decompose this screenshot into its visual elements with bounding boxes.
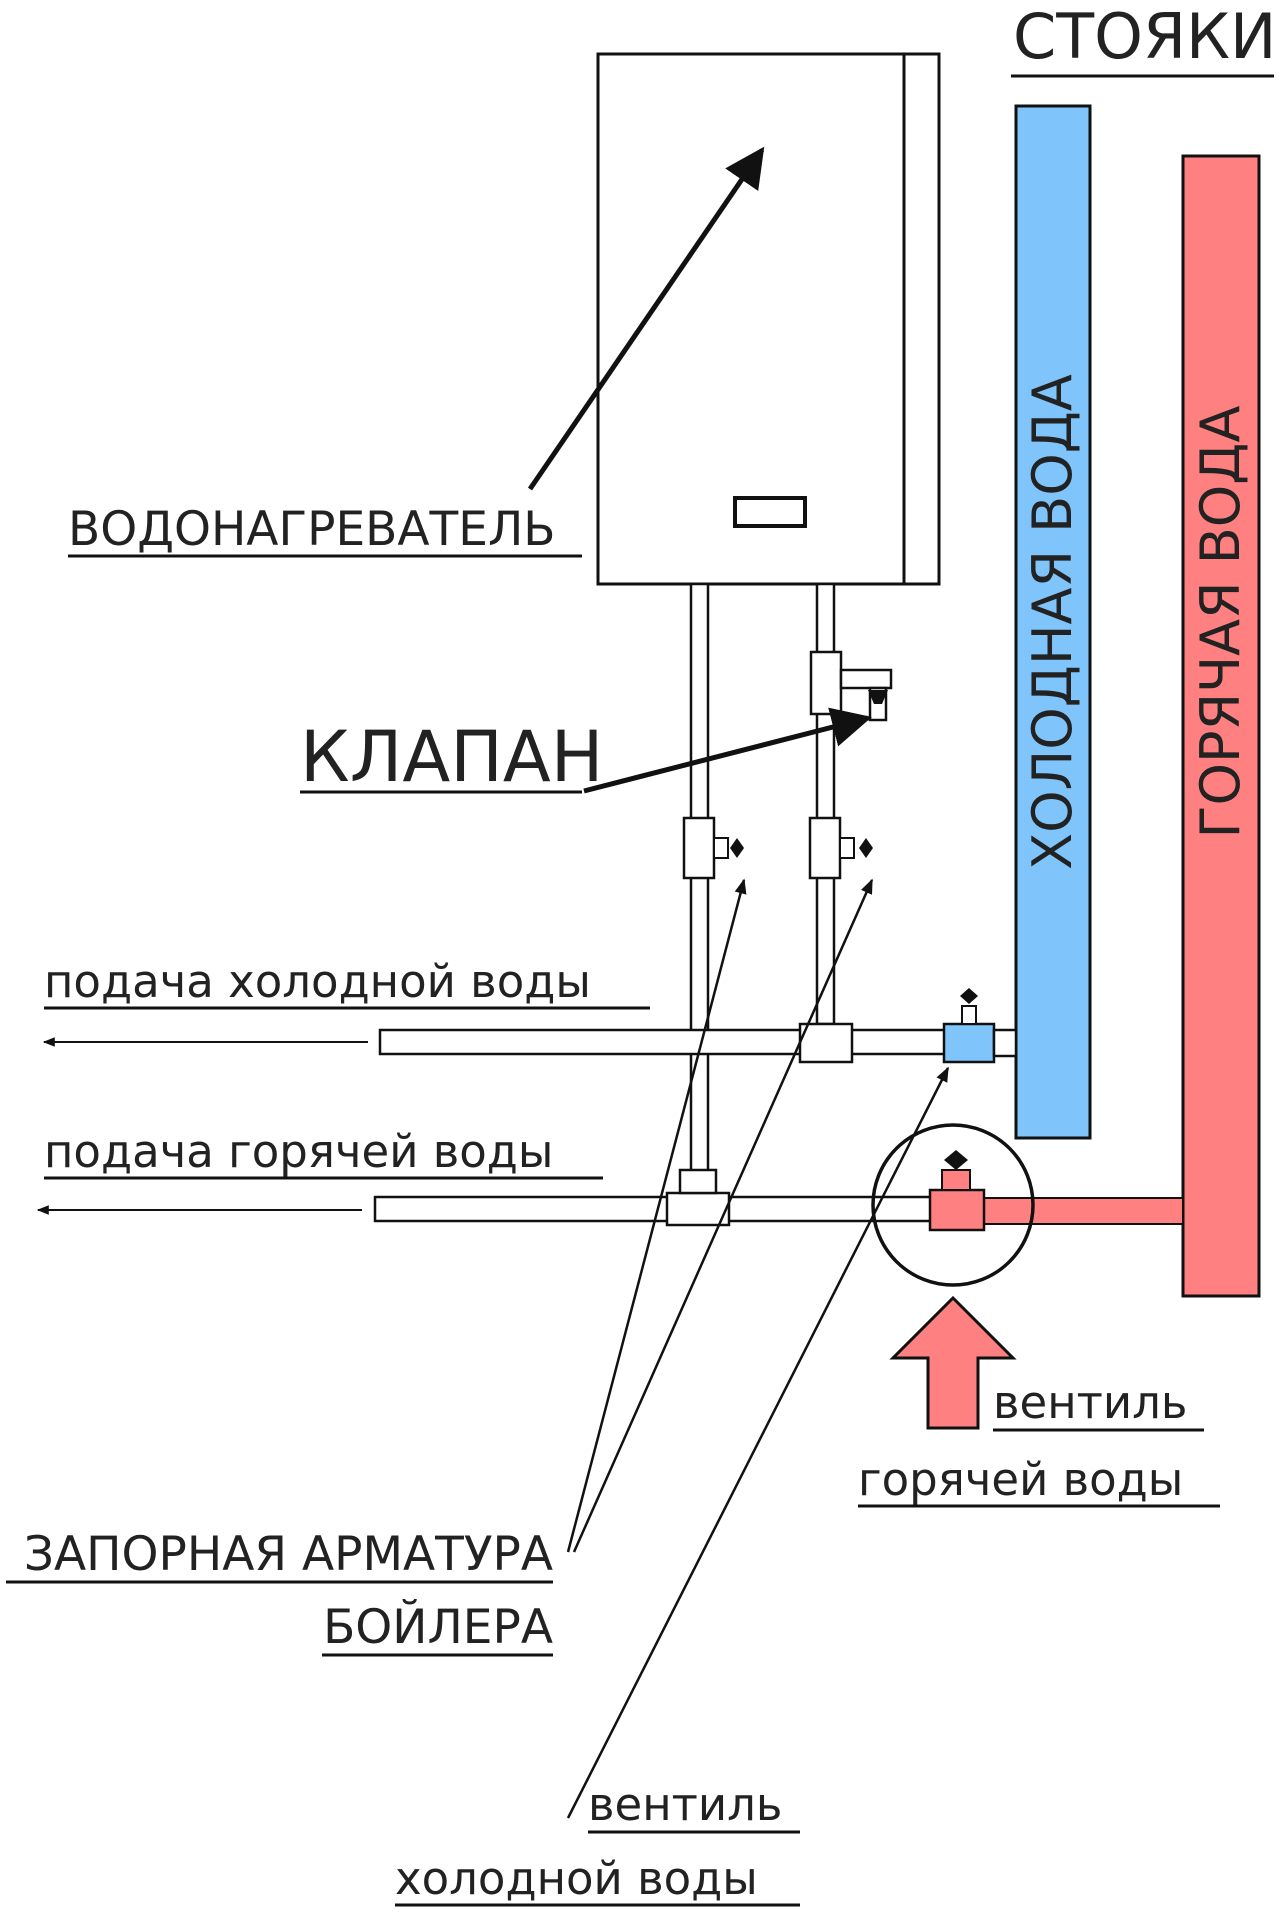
- hot-riser-label: ГОРЯЧАЯ ВОДА: [1189, 406, 1252, 839]
- hot-riser-valve: [928, 1188, 986, 1232]
- water-heater-body: [596, 52, 941, 586]
- cold-riser-valve: [942, 1022, 996, 1064]
- hot-valve-highlight-circle: [871, 1123, 1035, 1287]
- heater-pipes: [682, 582, 893, 1206]
- hot-supply-label: подача горячей воды: [44, 1125, 553, 1178]
- hot-valve-label-line2: горячей воды: [858, 1453, 1183, 1506]
- leader-lines: [566, 707, 950, 1819]
- cold-shutoff-valve-stem: [839, 837, 855, 859]
- cold-riser-valve-stem: [961, 1005, 977, 1025]
- hot-valve-label-line1: вентиль: [993, 1376, 1187, 1429]
- shutoff-pointer-hot: [566, 878, 747, 1553]
- safety-valve-cap: [868, 690, 888, 704]
- cold-shutoff-valve-handle: [859, 838, 873, 858]
- risers: ХОЛОДНАЯ ВОДА ГОРЯЧАЯ ВОДА СТОЯКИ: [1011, 0, 1276, 1298]
- risers-title: СТОЯКИ: [1013, 0, 1276, 73]
- cold-riser: [1014, 104, 1092, 1140]
- hot-valve-arrow-icon: [889, 1295, 1017, 1430]
- cold-supply-label: подача холодной воды: [44, 955, 591, 1008]
- cold-valve-label-line2: холодной воды: [395, 1852, 758, 1905]
- hot-tee: [665, 1191, 731, 1227]
- cold-riser-valve-handle: [960, 988, 978, 1004]
- cold-valve-label-line1: вентиль: [588, 1778, 782, 1831]
- water-heater-pointer: [527, 146, 765, 491]
- hot-riser: [1181, 154, 1261, 1298]
- hot-tee-top: [678, 1168, 718, 1195]
- hot-riser-valve-stem: [941, 1169, 971, 1191]
- safety-valve-body: [809, 650, 843, 716]
- hot-riser-valve-handle: [944, 1150, 968, 1170]
- hot-riser-pipe: [979, 1197, 1184, 1225]
- hot-outlet-pipe: [689, 582, 710, 1206]
- water-heater: [527, 52, 941, 586]
- supply-pipes: [36, 988, 1184, 1287]
- water-heater-display: [733, 496, 807, 528]
- labels: ВОДОНАГРЕВАТЕЛЬ КЛАПАН подача холодной в…: [6, 502, 1220, 1907]
- cold-supply-pipe: [378, 1028, 947, 1056]
- water-heater-label: ВОДОНАГРЕВАТЕЛЬ: [68, 502, 556, 557]
- cold-valve-pointer: [566, 1066, 950, 1819]
- valve-pointer: [583, 707, 872, 794]
- shutoff-pointer-cold: [572, 878, 874, 1553]
- hot-shutoff-valve-handle: [730, 838, 744, 858]
- shutoff-label-line1: ЗАПОРНАЯ АРМАТУРА: [24, 1527, 553, 1582]
- cold-riser-connector: [992, 1028, 1018, 1058]
- safety-valve-arm: [839, 668, 893, 690]
- cold-tee: [798, 1022, 854, 1064]
- cold-riser-label: ХОЛОДНАЯ ВОДА: [1021, 374, 1084, 870]
- valve-label: КЛАПАН: [300, 716, 603, 798]
- cold-shutoff-valve-body: [808, 816, 842, 880]
- shutoff-label-line2: БОЙЛЕРА: [323, 1600, 553, 1655]
- hot-shutoff-valve-body: [682, 816, 716, 880]
- hot-shutoff-valve-stem: [713, 837, 729, 859]
- cold-inlet-pipe: [815, 582, 836, 1026]
